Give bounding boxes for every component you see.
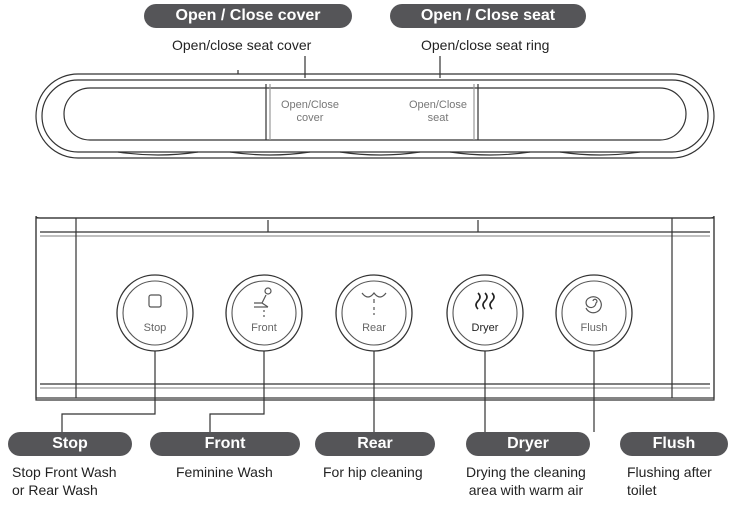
dryer-description-line1: Drying the cleaning	[466, 464, 586, 480]
stop-pill: Stop	[8, 432, 132, 456]
button-outer-ring	[116, 274, 194, 352]
button-inner-ring	[561, 280, 627, 346]
front-wash-icon	[254, 287, 272, 317]
stop-description: Stop Front Wash or Rear Wash	[12, 463, 117, 499]
rear-description: For hip cleaning	[323, 463, 423, 481]
button-inner-ring	[231, 280, 297, 346]
open-close-seat-label: Open / Close seat	[390, 4, 586, 28]
front-leader-line	[209, 351, 265, 432]
front-pill: Front	[150, 432, 300, 456]
front-description-line1: Feminine Wash	[176, 464, 273, 480]
panel-cover-button[interactable]: Open/Close cover	[265, 99, 355, 125]
front-description: Feminine Wash	[176, 463, 273, 481]
button-outer-ring	[225, 274, 303, 352]
dryer-button[interactable]	[446, 274, 524, 352]
dryer-pill: Dryer	[466, 432, 590, 456]
dryer-description-line2: area with warm air	[468, 482, 584, 498]
rear-button-label: Rear	[362, 322, 386, 334]
rear-pill: Rear	[315, 432, 435, 456]
button-outer-ring	[446, 274, 524, 352]
stop-button[interactable]	[116, 274, 194, 352]
front-button[interactable]	[225, 274, 303, 352]
flush-pill: Flush	[620, 432, 728, 456]
rear-wash-icon	[361, 292, 387, 315]
top-control-bar	[35, 70, 715, 159]
stop-leader-line	[61, 351, 156, 432]
button-inner-ring	[341, 280, 407, 346]
rear-button[interactable]	[335, 274, 413, 352]
stop-description-line1: Stop Front Wash	[12, 464, 117, 480]
seat-description: Open/close seat ring	[421, 37, 550, 53]
front-button-label: Front	[251, 322, 277, 334]
swirl-icon	[585, 296, 602, 314]
stop-description-line2: or Rear Wash	[12, 482, 98, 498]
flush-button-label: Flush	[580, 322, 608, 334]
flush-button[interactable]	[555, 274, 633, 352]
panel-cover-line2: cover	[296, 112, 324, 124]
panel-seat-line1: Open/Close	[408, 99, 468, 111]
square-icon	[148, 294, 162, 308]
heat-waves-icon	[475, 292, 495, 310]
flush-description: Flushing after toilet	[627, 463, 712, 499]
bottom-control-bar	[35, 215, 715, 401]
flush-description-line2: toilet	[627, 482, 657, 498]
open-close-cover-label: Open / Close cover	[144, 4, 352, 28]
panel-cover-line1: Open/Close	[280, 99, 340, 111]
panel-seat-button[interactable]: Open/Close seat	[393, 99, 483, 125]
flush-description-line1: Flushing after	[627, 464, 712, 480]
dryer-button-label: Dryer	[471, 322, 499, 334]
stop-button-label: Stop	[143, 322, 167, 334]
panel-seat-line2: seat	[427, 112, 449, 124]
dryer-description: Drying the cleaning area with warm air	[466, 463, 586, 499]
rear-description-line1: For hip cleaning	[323, 464, 423, 480]
button-inner-ring	[122, 280, 188, 346]
button-inner-ring	[452, 280, 518, 346]
cover-description: Open/close seat cover	[172, 37, 312, 53]
